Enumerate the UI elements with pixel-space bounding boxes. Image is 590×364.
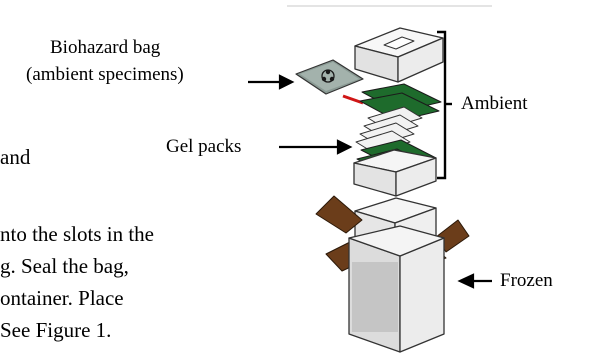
body-text-line-4: ontainer. Place (0, 286, 124, 310)
red-connector (342, 94, 364, 105)
upper-gel-packs (359, 83, 442, 122)
body-text-line-5: See Figure 1. (0, 318, 112, 342)
frozen-label: Frozen (500, 270, 553, 291)
gel-packs-arrow (279, 139, 353, 155)
outer-box-shading (352, 262, 398, 332)
styrofoam-lid (354, 27, 444, 83)
gel-packs-label: Gel packs (166, 136, 242, 157)
biohazard-label-line2: (ambient specimens) (26, 64, 184, 85)
frozen-arrow (457, 273, 492, 289)
body-text-line-3: g. Seal the bag, (0, 254, 129, 278)
biohazard-label-line1: Biohazard bag (50, 37, 161, 58)
ambient-bracket (437, 30, 452, 180)
ambient-label: Ambient (461, 93, 528, 114)
biohazard-arrow (248, 74, 295, 90)
body-text-line-2: nto the slots in the (0, 222, 154, 246)
ambient-box (353, 149, 437, 197)
body-text-line-1: and (0, 145, 31, 169)
outer-box (348, 225, 445, 353)
slot-tray (355, 106, 423, 154)
biohazard-bag (295, 59, 364, 95)
